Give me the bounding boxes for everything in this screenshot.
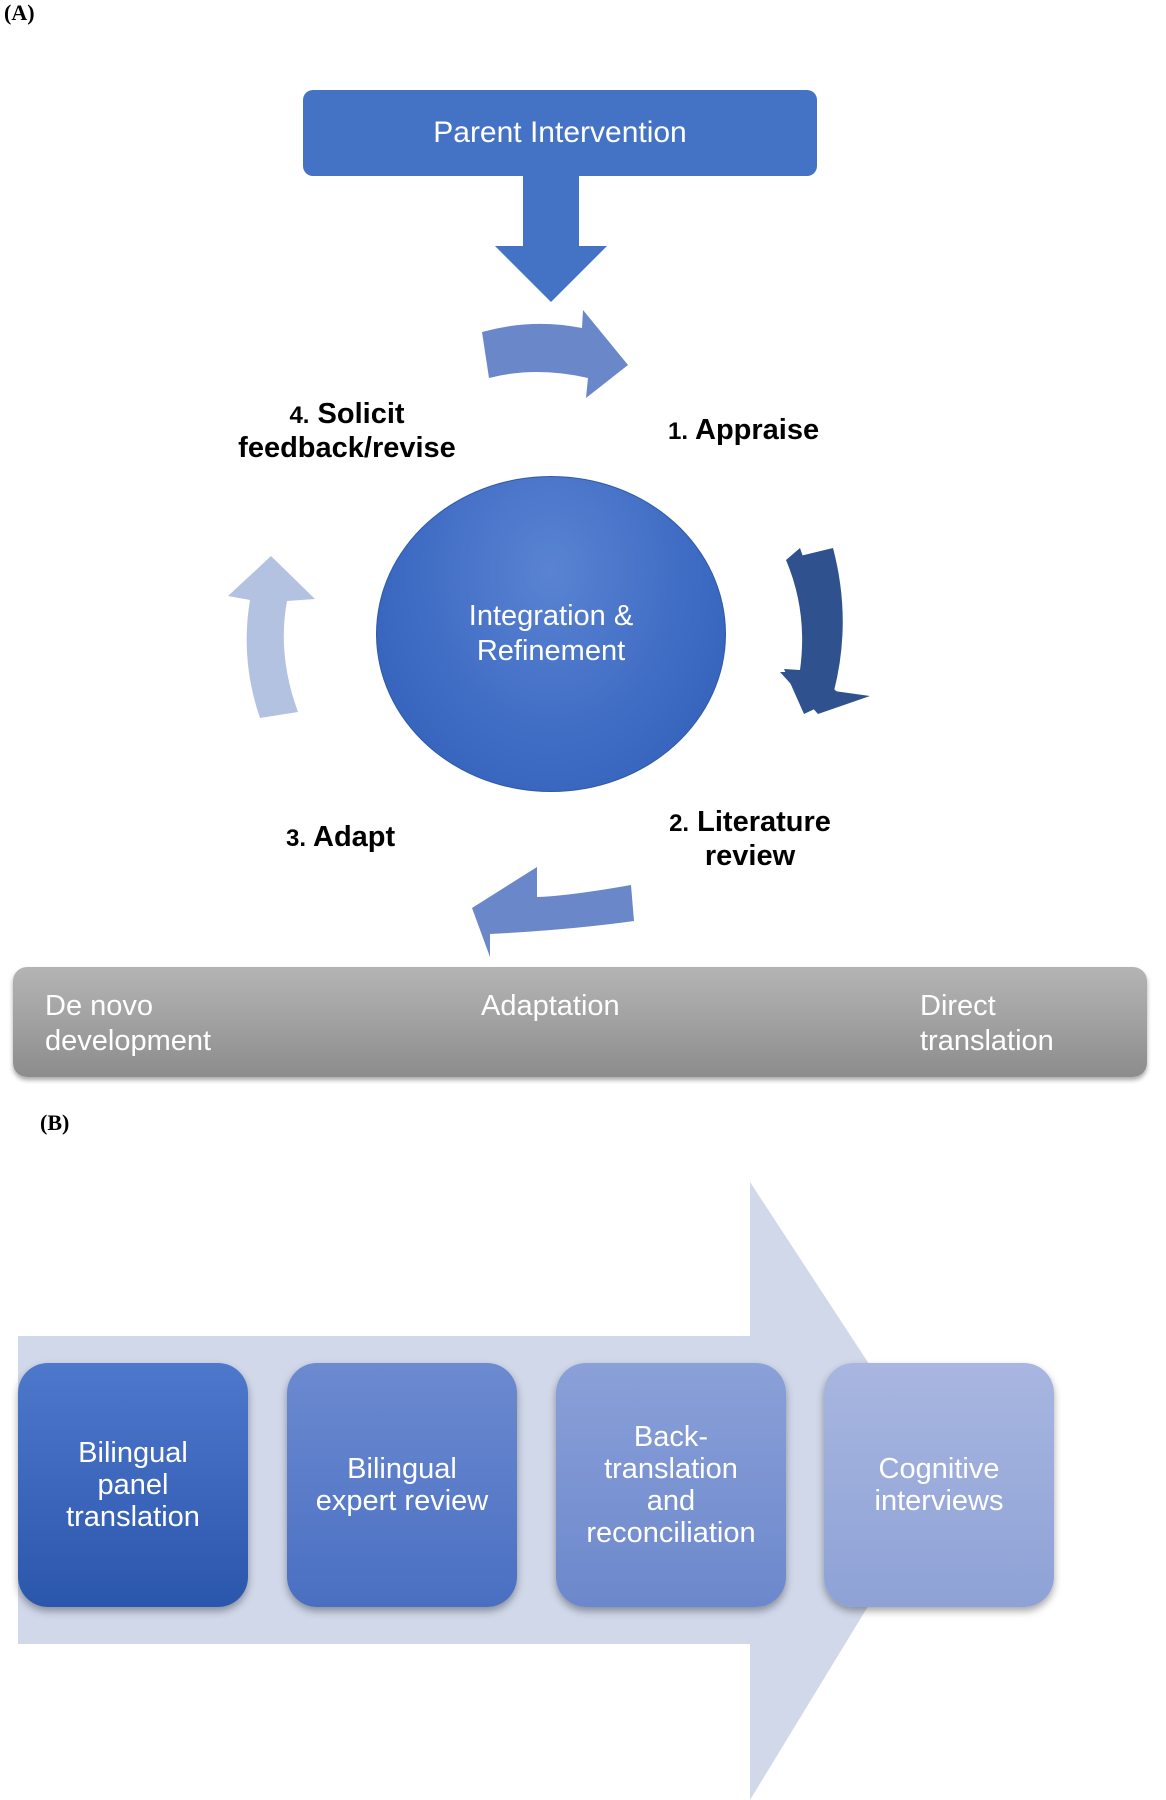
step-2-label-line1: Literature <box>697 806 831 838</box>
box4-line1: Cognitive <box>878 1453 1000 1485</box>
cycle-arrow-bottom <box>472 867 634 957</box>
scale-right-label: Direct translation <box>920 989 1054 1059</box>
development-scale-bar: De novo development Adaptation Direct tr… <box>13 967 1147 1077</box>
step-4-label-line1: Solicit <box>317 398 405 430</box>
box3-line2: translation <box>604 1453 738 1485</box>
parent-intervention-box: Parent Intervention <box>303 90 817 176</box>
box1-line1: Bilingual <box>78 1437 188 1469</box>
step-appraise: 1. Appraise <box>668 414 819 448</box>
step-box-back-translation: Back- translation and reconciliation <box>556 1363 786 1607</box>
step-adapt: 3. Adapt <box>286 821 395 855</box>
step-box-bilingual-expert-review: Bilingual expert review <box>287 1363 517 1607</box>
cycle-arrow-top <box>482 310 628 398</box>
scale-left-label: De novo development <box>45 989 211 1059</box>
center-line-1: Integration & <box>468 600 634 632</box>
step-3-label: Adapt <box>313 821 396 853</box>
step-literature-review: 2. Literature review <box>660 806 840 872</box>
step-4-number: 4. <box>289 402 310 429</box>
box3-line4: reconciliation <box>586 1517 756 1549</box>
step-3-number: 3. <box>286 825 307 852</box>
panel-b-label: (B) <box>40 1110 70 1135</box>
scale-right-line2: translation <box>920 1025 1054 1057</box>
step-2-number: 2. <box>669 810 690 837</box>
box3-line3: and <box>646 1485 696 1517</box>
cycle-arrow-right-body <box>780 548 870 714</box>
step-box-cognitive-interviews: Cognitive interviews <box>824 1363 1054 1607</box>
center-line-2: Refinement <box>476 635 626 667</box>
panel-a-label: (A) <box>4 0 35 25</box>
parent-intervention-label: Parent Intervention <box>433 116 687 149</box>
integration-refinement-circle: Integration & Refinement <box>376 476 726 792</box>
cycle-arrow-left <box>228 556 315 718</box>
scale-left-line1: De novo <box>45 990 154 1022</box>
box2-line1: Bilingual <box>347 1453 457 1485</box>
box3-line1: Back- <box>633 1421 709 1453</box>
step-4-label-line2: feedback/revise <box>238 432 456 464</box>
box1-line2: panel <box>97 1469 169 1501</box>
step-1-label: Appraise <box>695 414 820 446</box>
step-solicit-feedback: 4. Solicit feedback/revise <box>222 398 472 464</box>
step-1-number: 1. <box>668 418 689 445</box>
box4-line2: interviews <box>874 1485 1004 1517</box>
scale-right-line1: Direct <box>920 990 996 1022</box>
step-2-label-line2: review <box>704 840 796 872</box>
step-box-bilingual-panel-translation: Bilingual panel translation <box>18 1363 248 1607</box>
down-arrow <box>495 176 607 302</box>
scale-left-line2: development <box>45 1025 212 1057</box>
scale-middle-label: Adaptation <box>481 990 620 1022</box>
box2-line2: expert review <box>315 1485 489 1517</box>
box1-line3: translation <box>66 1501 200 1533</box>
